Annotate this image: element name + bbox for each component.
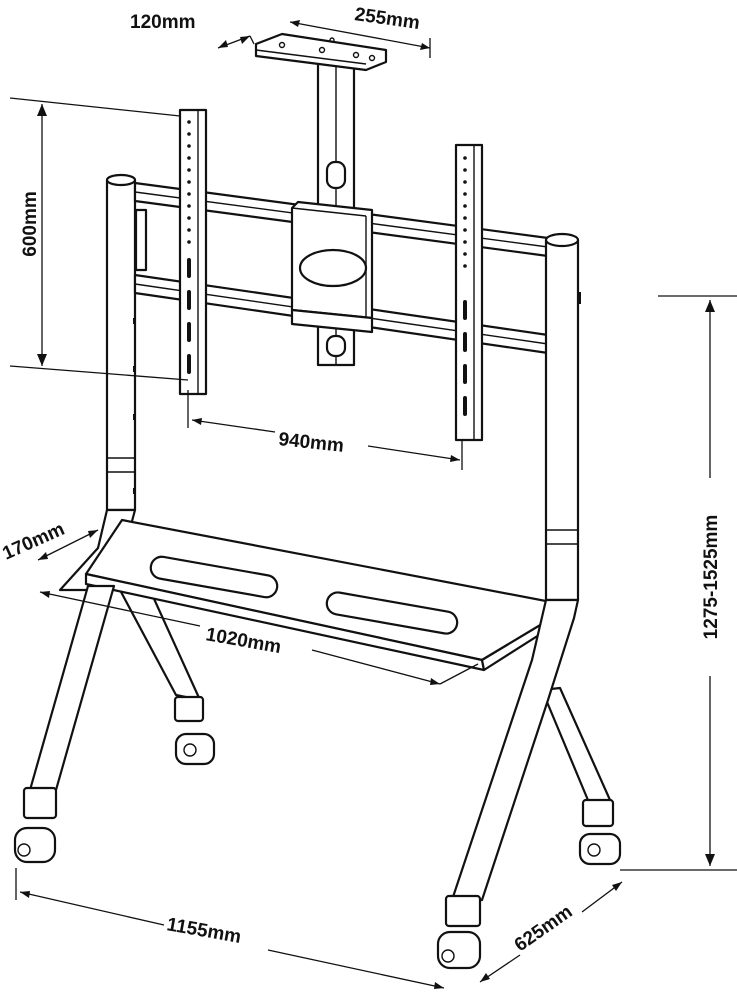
label-base-width: 1155mm xyxy=(165,914,243,948)
dim-vesa-width xyxy=(187,390,463,470)
dim-height xyxy=(620,295,737,871)
dim-vesa-height xyxy=(9,97,189,381)
dim-shelf-depth xyxy=(37,529,99,561)
label-height-range: 1275-1525mm xyxy=(701,515,722,640)
front-right-leg xyxy=(436,598,580,970)
top-plate xyxy=(254,32,388,72)
label-top-plate-width: 255mm xyxy=(353,4,421,34)
label-base-depth: 625mm xyxy=(511,901,577,956)
rear-right-leg xyxy=(540,686,622,866)
label-vesa-height: 600mm xyxy=(20,191,41,257)
left-crossbar-brackets xyxy=(134,208,148,272)
center-mount-box xyxy=(290,200,374,334)
dim-base-width xyxy=(15,868,445,989)
label-vesa-width: 940mm xyxy=(277,429,344,457)
shelf xyxy=(84,518,574,672)
vesa-bracket-right xyxy=(454,143,484,442)
vesa-bracket-left xyxy=(178,108,208,396)
rear-left-leg xyxy=(118,588,216,766)
dim-base-depth xyxy=(479,881,623,983)
label-shelf-width: 1020mm xyxy=(204,624,283,658)
label-shelf-depth: 170mm xyxy=(0,519,68,565)
label-top-plate-depth: 120mm xyxy=(130,12,196,33)
front-left-leg xyxy=(13,584,116,864)
right-column xyxy=(544,232,581,602)
dim-shelf-width xyxy=(39,591,479,685)
dim-top-plate-width xyxy=(289,20,431,58)
dim-top-plate-depth xyxy=(217,35,255,49)
